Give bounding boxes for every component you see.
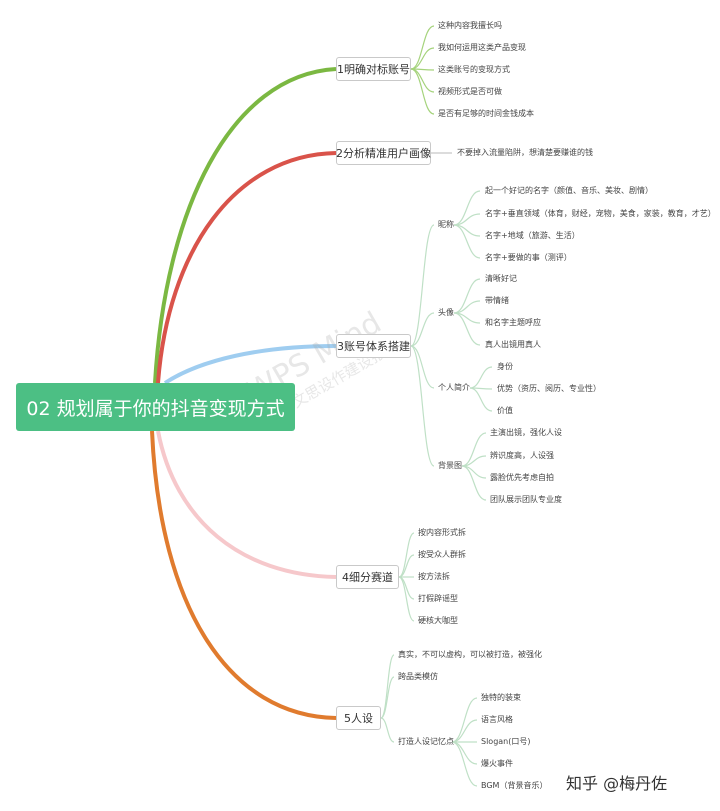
- connector-3-4-1: [461, 432, 487, 467]
- connector-1-1: [410, 25, 435, 70]
- connector-3-3-3: [469, 387, 493, 412]
- connector-5-2: [380, 676, 395, 719]
- leaf-1-5[interactable]: 是否有足够的时间金钱成本: [438, 109, 534, 118]
- connector-3-3: [410, 345, 435, 389]
- connector-5-3-4: [451, 741, 478, 765]
- leaf-5-2[interactable]: 跨品类模仿: [398, 672, 438, 681]
- connector-3-3-1: [469, 366, 493, 389]
- leaf-5-3-3[interactable]: Slogan(口号): [481, 737, 531, 746]
- connector-3-4-4: [461, 465, 487, 501]
- leaf-3-4-4[interactable]: 团队展示团队专业度: [490, 495, 562, 504]
- branch-node-3[interactable]: 3账号体系搭建: [336, 334, 411, 358]
- group-3-background[interactable]: 背景图: [438, 461, 462, 470]
- leaf-5-3-2[interactable]: 语言风格: [481, 715, 513, 724]
- leaf-3-1-2[interactable]: 名字+垂直领域（体育，财经，宠物，美食，家装，教育，才艺）: [485, 209, 716, 218]
- leaf-3-4-2[interactable]: 辨识度高，人设强: [490, 451, 554, 460]
- branch-curve-4: [156, 430, 337, 579]
- connector-4-1: [398, 532, 415, 578]
- connector-1-2: [410, 47, 435, 70]
- leaf-1-4[interactable]: 视频形式是否可做: [438, 87, 502, 96]
- leaf-3-2-3[interactable]: 和名字主题呼应: [485, 318, 541, 327]
- connector-3-2-1: [453, 278, 481, 314]
- leaf-3-1-4[interactable]: 名字+要做的事（测评）: [485, 253, 572, 262]
- connector-5-1: [380, 654, 395, 719]
- connector-5-3: [380, 717, 395, 743]
- connector-5-3-5: [451, 741, 478, 787]
- connector-1-5: [410, 68, 435, 115]
- connector-3-2-4: [453, 312, 481, 346]
- leaf-3-2-2[interactable]: 带情绪: [485, 296, 509, 305]
- leaf-5-1[interactable]: 真实，不可以虚构，可以被打造，被强化: [398, 650, 542, 659]
- connector-3-2: [410, 312, 435, 347]
- connector-5-3-1: [451, 697, 478, 743]
- leaf-4-3[interactable]: 按方法拆: [418, 572, 450, 581]
- leaf-5-3-1[interactable]: 独特的装束: [481, 693, 521, 702]
- leaf-3-4-3[interactable]: 露脸优先考虑自拍: [490, 473, 554, 482]
- branch-curve-3: [163, 344, 337, 385]
- connector-1-4: [410, 68, 435, 93]
- connector-3-1-1: [453, 190, 481, 226]
- leaf-4-4[interactable]: 打假辟谣型: [418, 594, 458, 603]
- leaf-3-3-2[interactable]: 优势（资历、阅历、专业性）: [497, 384, 601, 393]
- leaf-5-3-5[interactable]: BGM（背景音乐）: [481, 781, 548, 790]
- group-5-memory-point[interactable]: 打造人设记忆点: [398, 737, 454, 746]
- leaf-4-5[interactable]: 硬核大咖型: [418, 616, 458, 625]
- leaf-3-1-3[interactable]: 名字+地域（旅游、生活）: [485, 231, 580, 240]
- connector-3-1-4: [453, 224, 481, 259]
- branch-curve-5: [150, 430, 337, 720]
- leaf-5-3-4[interactable]: 爆火事件: [481, 759, 513, 768]
- connector-5-3-2: [451, 719, 478, 743]
- connector-3-1: [410, 224, 435, 347]
- leaf-3-3-1[interactable]: 身份: [497, 362, 513, 371]
- branch-node-4[interactable]: 4细分赛道: [336, 565, 399, 589]
- leaf-1-1[interactable]: 这种内容我擅长吗: [438, 21, 502, 30]
- group-3-nickname[interactable]: 昵称: [438, 220, 454, 229]
- connector-4-5: [398, 576, 415, 622]
- leaf-3-1-1[interactable]: 起一个好记的名字（颜值、音乐、美妆、剧情）: [485, 186, 653, 195]
- leaf-1-2[interactable]: 我如何运用这类产品变现: [438, 43, 526, 52]
- leaf-4-2[interactable]: 按受众人群拆: [418, 550, 466, 559]
- branch-curve-2: [156, 151, 337, 384]
- branch-node-2[interactable]: 2分析精准用户画像: [336, 141, 431, 165]
- leaf-4-1[interactable]: 按内容形式拆: [418, 528, 466, 537]
- branch-node-1[interactable]: 1明确对标账号: [336, 57, 411, 81]
- leaf-3-2-1[interactable]: 清晰好记: [485, 274, 517, 283]
- leaf-3-3-3[interactable]: 价值: [497, 406, 513, 415]
- branch-curve-1: [153, 67, 337, 384]
- group-3-avatar[interactable]: 头像: [438, 308, 454, 317]
- group-3-bio[interactable]: 个人简介: [438, 383, 470, 392]
- branch-node-5[interactable]: 5人设: [336, 706, 381, 730]
- leaf-3-2-4[interactable]: 真人出镜用真人: [485, 340, 541, 349]
- leaf-3-4-1[interactable]: 主演出镜，强化人设: [490, 428, 562, 437]
- connector-3-4: [410, 345, 435, 467]
- root-node[interactable]: 02 规划属于你的抖音变现方式: [16, 383, 295, 431]
- leaf-2-1[interactable]: 不要掉入流量陷阱，想清楚要赚谁的钱: [457, 148, 593, 157]
- credit-text: 知乎 @梅丹佐: [566, 774, 668, 793]
- connector-4-2: [398, 554, 415, 578]
- leaf-1-3[interactable]: 这类账号的变现方式: [438, 65, 510, 74]
